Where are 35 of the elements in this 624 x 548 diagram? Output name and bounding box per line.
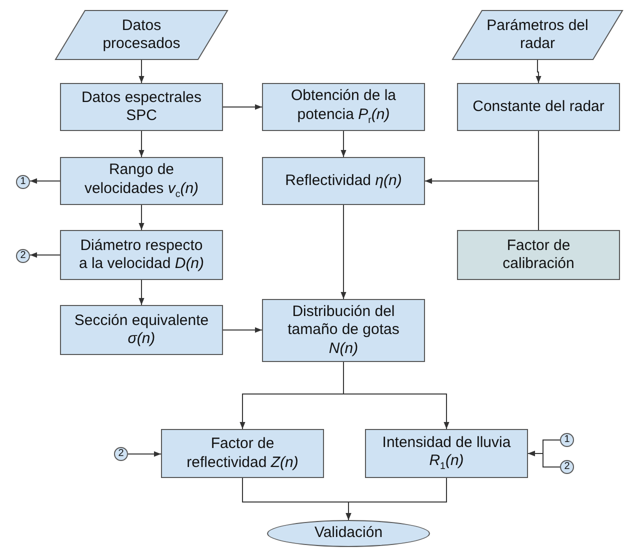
process-box: Datos espectrales SPC — [60, 83, 223, 131]
arrow — [346, 478, 447, 520]
process-box: Factor de reflectividad Z(n) — [161, 429, 324, 478]
process-box: Reflectividad η(n) — [262, 157, 425, 205]
process-box: Constante del radar — [457, 83, 620, 131]
process-box: Rango de velocidades v$_{c}$(n) — [60, 157, 223, 205]
connector-circle: 1 — [16, 175, 30, 189]
arrow — [424, 178, 539, 230]
arrow — [138, 60, 144, 84]
connector-circle: 2 — [560, 460, 574, 474]
arrow — [528, 450, 560, 468]
process-box: Sección equivalente σ(n) — [60, 305, 223, 355]
connector-circle: 1 — [560, 433, 574, 447]
arrow — [128, 451, 162, 457]
connector-circle: 2 — [16, 249, 30, 263]
arrow — [222, 104, 262, 110]
process-box: Obtención de la potencia P$_{r}$(n) — [262, 83, 425, 131]
arrow — [340, 204, 346, 300]
arrow — [30, 252, 60, 258]
process-box: Intensidad de lluvia R$_{1}$(n) — [365, 429, 528, 478]
arrow — [340, 130, 346, 158]
process-box: Factor de calibración — [457, 230, 620, 280]
input-parallelogram: Parámetros del radar — [452, 10, 623, 60]
arrow — [222, 327, 262, 333]
arrow — [343, 362, 450, 430]
process-box: Distribución del tamaño de gotas N(n) — [262, 299, 425, 362]
arrow — [30, 178, 60, 184]
arrow — [536, 60, 542, 84]
connector-circle: 2 — [114, 447, 128, 461]
input-parallelogram: Datos procesados — [55, 10, 228, 60]
arrow — [138, 204, 144, 230]
arrow — [138, 280, 144, 306]
arrow — [138, 130, 144, 158]
terminal-ellipse: Validación — [267, 520, 430, 547]
process-box: Diámetro respecto a la velocidad D(n) — [60, 230, 223, 280]
